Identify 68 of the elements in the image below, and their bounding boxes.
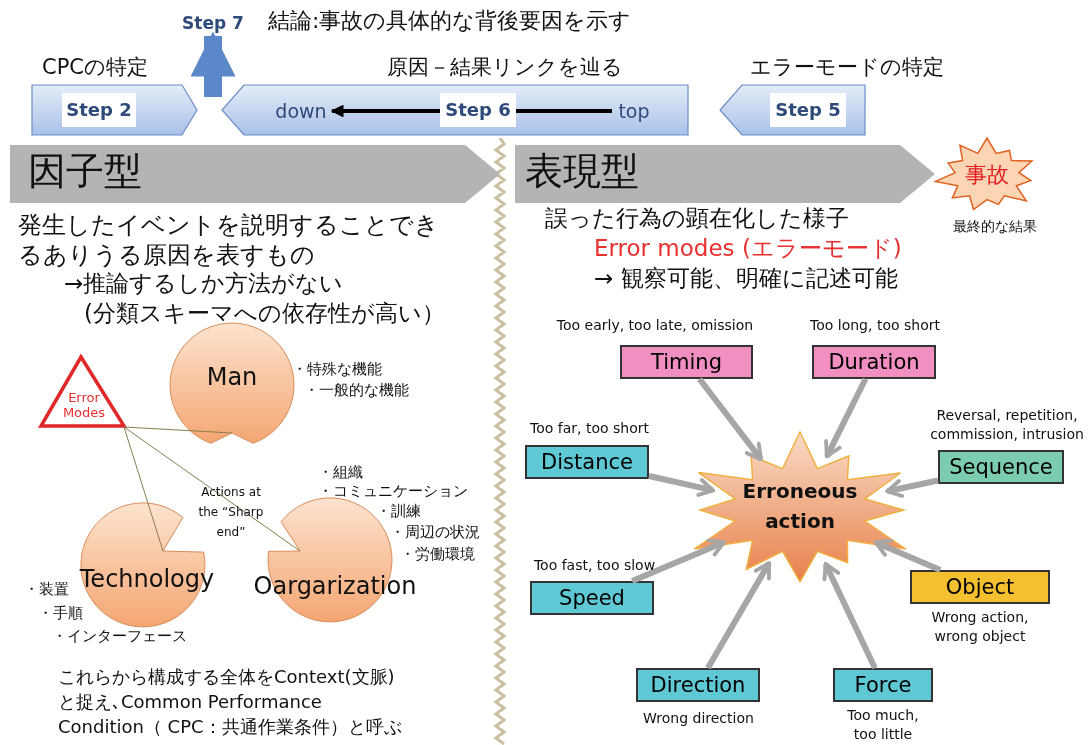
category-box: Duration	[812, 345, 936, 379]
conclusion-text: 結論:事故の具体的な背後要因を示す	[268, 8, 632, 35]
arrow	[824, 377, 869, 459]
band-heading: CPCの特定	[42, 55, 148, 81]
section-banner	[10, 145, 500, 203]
arrow	[648, 473, 715, 497]
step-band	[222, 55, 688, 135]
arrow	[885, 477, 939, 498]
description-text: → 観察可能、明確に記述可能	[594, 265, 898, 293]
category-box: Direction	[636, 668, 760, 702]
arrow	[822, 562, 878, 670]
section-banner	[515, 145, 935, 203]
burst-label: 事故	[964, 162, 1010, 189]
category-box: Timing	[620, 345, 753, 379]
description-text: これらから構成する全体をContext(文脈)と捉え､Common Performance Condition（ CPC：共通作業条件）と呼ぶ	[58, 665, 403, 739]
category-box: Object	[910, 570, 1050, 604]
annotation-text: Too long, too short	[809, 316, 941, 335]
step-label: Step 5	[770, 93, 846, 127]
step-label: Step 6	[440, 93, 516, 127]
arrow	[697, 377, 764, 461]
arrow	[873, 538, 942, 573]
bullet-text: ・訓練	[376, 502, 421, 520]
category-box: Sequence	[938, 450, 1064, 484]
circle-label: Oargarization	[252, 572, 418, 601]
bullet-text: ・手順	[38, 604, 83, 622]
bullet-text: ・特殊な機能	[292, 360, 382, 378]
bullet-text: ・インターフェース	[52, 627, 187, 645]
arrow	[705, 561, 772, 670]
bullet-text: ・労働環境	[400, 545, 475, 563]
center-label: Actions at the “Sharp end”	[197, 484, 265, 541]
banner-title: 表現型	[525, 149, 639, 195]
connector-line	[123, 426, 233, 434]
annotation-text: Too far, too short	[529, 419, 650, 438]
banner-title: 因子型	[28, 149, 142, 195]
description-text: (分類スキーマへの依存性が高い）	[84, 300, 445, 328]
warning-triangle	[38, 354, 128, 431]
circle-label: Technology	[78, 565, 216, 594]
step-label: Step 7	[180, 10, 246, 36]
bullet-text: ・一般的な機能	[304, 381, 409, 399]
band-heading: エラーモードの特定	[750, 55, 944, 81]
annotation-text: Too early, too late, omission	[555, 316, 755, 335]
band-heading: 原因－結果リンクを辿る	[387, 55, 623, 81]
description-text: Error modes (エラーモード)	[594, 235, 902, 263]
connector-line	[123, 426, 164, 552]
band-label: down	[270, 97, 332, 125]
arrow	[631, 538, 726, 584]
bullet-text: ・周辺の状況	[390, 523, 480, 541]
category-box: Speed	[530, 581, 654, 615]
annotation-text: Reversal, repetition, commission, intrusion	[929, 406, 1085, 444]
description-text: 誤った行為の顕在化した様子	[545, 205, 849, 233]
category-box: Force	[833, 668, 933, 702]
burst-caption: 最終的な結果	[952, 218, 1038, 235]
bullet-text: ・組織	[318, 463, 363, 481]
triangle-label: Error Modes	[61, 390, 107, 420]
arrow	[190, 31, 236, 97]
description-text: →推論するしか方法がない	[64, 270, 344, 298]
annotation-text: Wrong action, wrong object	[930, 608, 1030, 646]
band-label: top	[612, 97, 656, 125]
annotation-text: Too much, too little	[846, 706, 920, 744]
annotation-text: Too fast, too slow	[532, 556, 657, 575]
burst-label: Erroneous action	[741, 478, 859, 535]
annotation-text: Wrong direction	[642, 709, 755, 728]
circle-label: Man	[205, 363, 259, 392]
category-box: Distance	[525, 445, 649, 479]
bullet-text: ・コミュニケーション	[318, 482, 468, 500]
step-label: Step 2	[62, 93, 136, 127]
description-text: 発生したイベントを説明することできるありうる原因を表すもの	[18, 210, 440, 270]
bullet-text: ・装置	[24, 580, 69, 598]
